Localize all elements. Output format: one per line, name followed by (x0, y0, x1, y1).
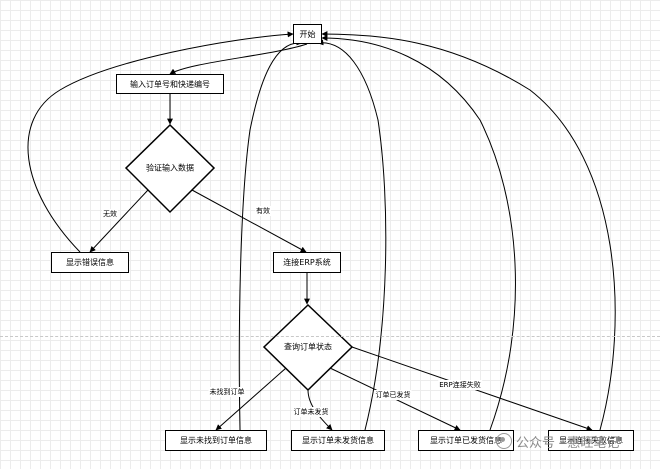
loop-shipped-to-start (321, 35, 516, 431)
node-error: 显示错误信息 (51, 252, 129, 273)
loop-not-shipped-to-start (317, 39, 387, 431)
wechat-logo-icon (496, 433, 512, 449)
edge-label-not-found: 未找到订单 (208, 387, 246, 397)
node-not-shipped: 显示订单未发货信息 (291, 430, 385, 451)
node-conn-fail: 显示连接失败信息 (548, 430, 634, 451)
watermark: 公众号 · 惠旺笔记 (496, 430, 619, 452)
edge-label-not-shipped: 订单未发货 (292, 407, 330, 417)
validate-diamond-shape (124, 123, 216, 214)
edge-validate-to-connect (191, 189, 307, 253)
loop-not-found-to-start (238, 39, 303, 431)
edge-query-to-not-found (215, 367, 287, 431)
edge-validate-to-error (89, 189, 149, 253)
node-connect: 连接ERP系统 (273, 252, 341, 273)
node-validate-label: 验证输入数据 (146, 163, 194, 173)
node-shipped: 显示订单已发货信息 (418, 430, 514, 451)
node-start: 开始 (293, 24, 322, 44)
edge-label-invalid: 无效 (102, 209, 118, 219)
node-query-label: 查询订单状态 (284, 342, 332, 352)
watermark-text: 公众号 · 惠旺笔记 (516, 435, 620, 451)
edge-label-erp-fail: ERP连接失败 (438, 380, 482, 390)
node-input: 输入订单号和快递编号 (116, 74, 224, 94)
loop-conn-fail-to-start (321, 31, 616, 431)
page-break-divider (0, 336, 660, 337)
edge-label-valid: 有效 (255, 206, 271, 216)
loop-error-to-start (27, 31, 294, 253)
edge-label-shipped: 订单已发货 (374, 390, 412, 400)
edge-start-to-input (169, 43, 308, 75)
node-not-found: 显示未找到订单信息 (165, 430, 267, 451)
